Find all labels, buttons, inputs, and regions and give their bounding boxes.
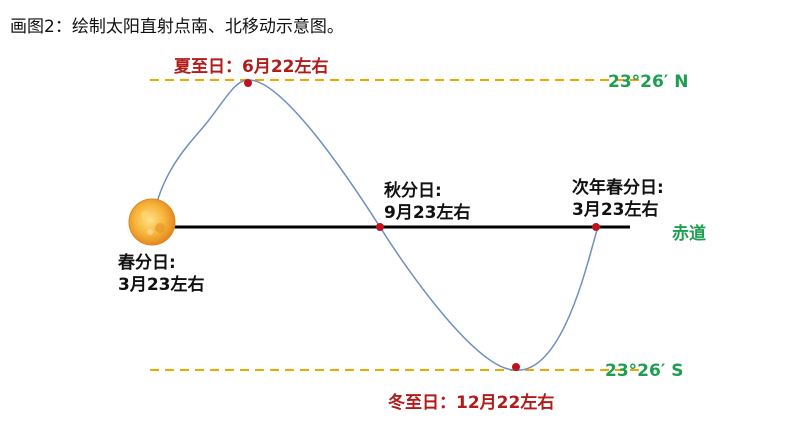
- winter-solstice-label: 冬至日：12月22左右: [388, 393, 555, 413]
- sun-texture: [141, 211, 149, 219]
- autumn-equinox-point: [376, 223, 384, 231]
- spring-equinox-name: 春分日:: [118, 253, 176, 273]
- spring-equinox-date: 3月23左右: [118, 275, 205, 295]
- summer-solstice-point: [244, 79, 252, 87]
- autumn-equinox-label: 秋分日: 9月23左右: [384, 180, 471, 224]
- next-spring-equinox-point: [592, 223, 600, 231]
- autumn-equinox-name: 秋分日:: [384, 181, 442, 201]
- subsolar-curve: [151, 79, 599, 371]
- page-title: 画图2：绘制太阳直射点南、北移动示意图。: [10, 17, 344, 37]
- summer-solstice-label: 夏至日：6月22左右: [174, 57, 329, 77]
- next-spring-equinox-date: 3月23左右: [572, 200, 659, 220]
- north-tropic-label: 23°26′ N: [608, 72, 689, 92]
- next-spring-equinox-name: 次年春分日:: [572, 178, 664, 198]
- autumn-equinox-date: 9月23左右: [384, 203, 471, 223]
- sun-texture: [147, 229, 153, 235]
- sun-texture: [155, 223, 165, 233]
- south-tropic-label: 23°26′ S: [605, 361, 684, 381]
- spring-equinox-label: 春分日: 3月23左右: [118, 252, 205, 296]
- sun-icon: [128, 198, 176, 246]
- equator-label: 赤道: [672, 224, 706, 244]
- winter-solstice-point: [512, 363, 520, 371]
- next-spring-equinox-label: 次年春分日: 3月23左右: [572, 177, 664, 221]
